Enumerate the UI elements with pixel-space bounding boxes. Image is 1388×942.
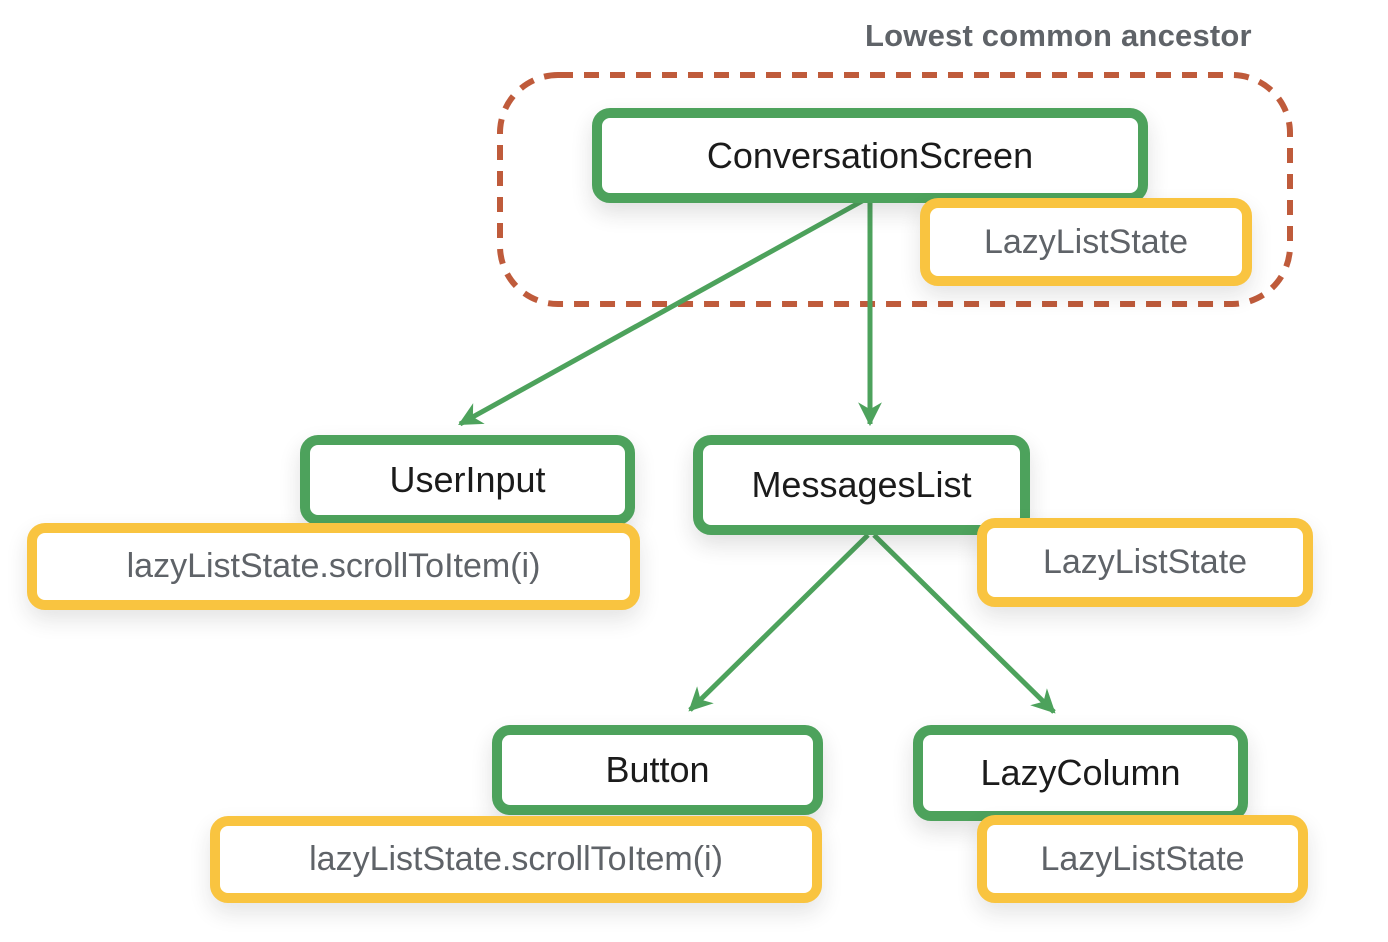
lowest-common-ancestor-label: Lowest common ancestor xyxy=(865,18,1252,53)
badge-scrolltoitem-button-label: lazyListState.scrollToItem(i) xyxy=(309,840,723,878)
node-lazy-column: LazyColumn xyxy=(913,725,1248,821)
node-conversation-screen: ConversationScreen xyxy=(592,108,1148,203)
edge-conversation-to-userinput xyxy=(458,197,866,427)
node-user-input-label: UserInput xyxy=(389,459,546,500)
lowest-common-ancestor-boundary xyxy=(497,72,1293,307)
edge-messageslist-to-button xyxy=(688,533,870,712)
badge-scrolltoitem-userinput-label: lazyListState.scrollToItem(i) xyxy=(126,547,541,585)
badge-scrolltoitem-button: lazyListState.scrollToItem(i) xyxy=(210,816,822,903)
badge-lazyliststate-column-label: LazyListState xyxy=(1040,839,1245,878)
node-button: Button xyxy=(492,725,823,815)
badge-lazyliststate-column: LazyListState xyxy=(977,815,1308,903)
node-lazy-column-label: LazyColumn xyxy=(980,752,1181,793)
node-messages-list-label: MessagesList xyxy=(751,464,972,505)
badge-lazyliststate-messages: LazyListState xyxy=(977,518,1313,607)
badge-lazyliststate-ancestor: LazyListState xyxy=(920,198,1252,286)
node-button-label: Button xyxy=(605,749,710,790)
badge-lazyliststate-ancestor-label: LazyListState xyxy=(983,222,1189,261)
edge-messageslist-to-lazycolumn xyxy=(872,533,1056,714)
node-messages-list: MessagesList xyxy=(693,435,1030,535)
node-user-input: UserInput xyxy=(300,435,635,525)
badge-lazyliststate-messages-label: LazyListState xyxy=(1042,543,1248,581)
node-conversation-screen-label: ConversationScreen xyxy=(706,134,1034,176)
badge-scrolltoitem-userinput: lazyListState.scrollToItem(i) xyxy=(27,523,640,610)
